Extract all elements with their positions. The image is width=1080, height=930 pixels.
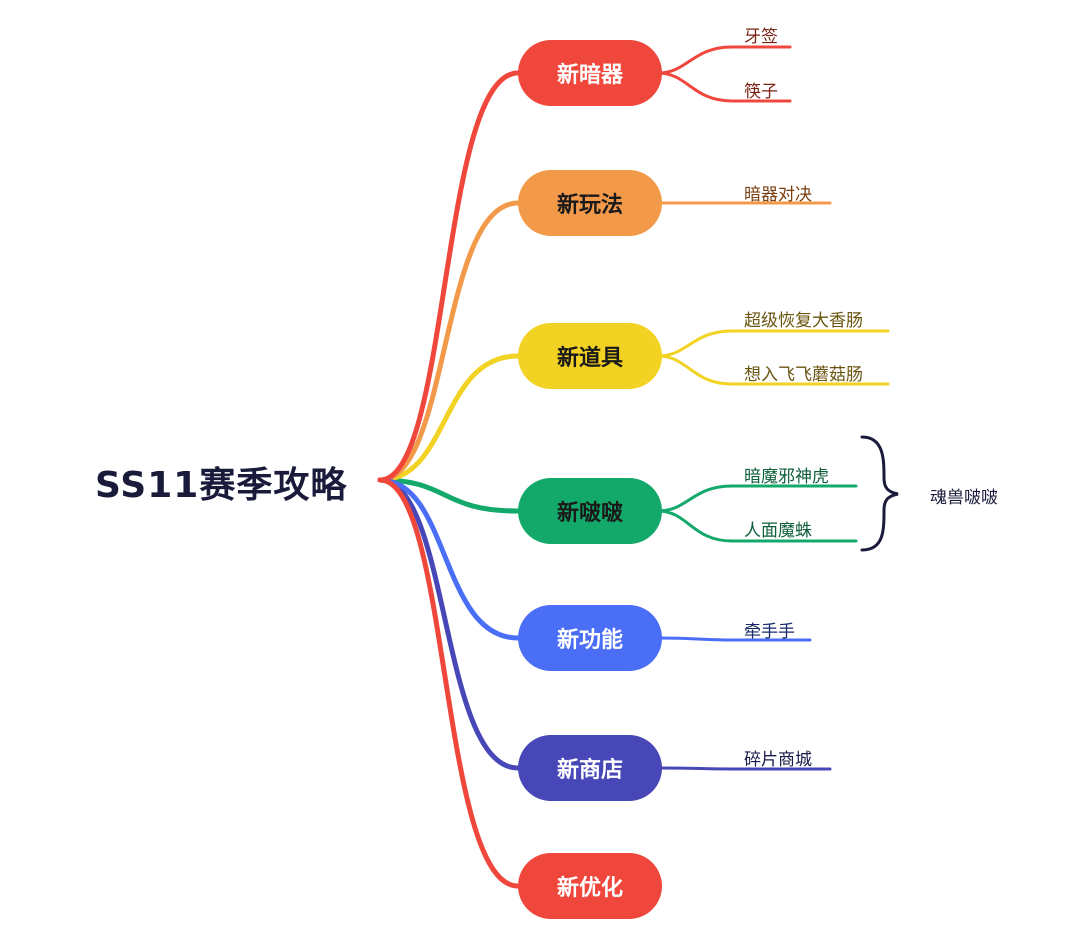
leaf-node[interactable]: 超级恢复大香肠 — [744, 311, 863, 331]
leaf-connector — [656, 766, 832, 771]
leaf-connector — [656, 71, 792, 103]
branch-connector — [377, 353, 521, 483]
leaf-node[interactable]: 暗魔邪神虎 — [744, 467, 829, 487]
summary-label: 魂兽啵啵 — [930, 488, 998, 508]
branch-node[interactable]: 新暗器 — [518, 40, 662, 106]
branch-connector — [377, 200, 521, 483]
summary-bracket — [860, 435, 899, 552]
branch-node[interactable]: 新功能 — [518, 605, 662, 671]
leaf-node[interactable]: 暗器对决 — [744, 185, 812, 205]
leaf-node[interactable]: 想入飞飞蘑菇肠 — [744, 365, 863, 385]
leaf-connector — [656, 636, 812, 642]
branch-connector — [377, 70, 521, 483]
leaf-connector — [656, 45, 792, 75]
leaf-node[interactable]: 牵手手 — [744, 622, 795, 642]
root-title: SS11赛季攻略 — [95, 465, 348, 506]
leaf-connector — [656, 484, 858, 513]
leaf-node[interactable]: 人面魔蛛 — [744, 521, 812, 541]
branch-connector — [377, 477, 521, 889]
branch-node[interactable]: 新优化 — [518, 853, 662, 919]
branch-node[interactable]: 新玩法 — [518, 170, 662, 236]
leaf-connector — [656, 354, 890, 386]
branch-node[interactable]: 新道具 — [518, 323, 662, 389]
branch-node[interactable]: 新啵啵 — [518, 478, 662, 544]
branch-node[interactable]: 新商店 — [518, 735, 662, 801]
branch-connector — [377, 477, 521, 514]
leaf-connector — [656, 509, 858, 543]
branch-connector — [377, 477, 521, 641]
leaf-node[interactable]: 筷子 — [744, 82, 778, 102]
leaf-node[interactable]: 牙签 — [744, 27, 778, 47]
leaf-connector — [656, 329, 890, 358]
branch-connector — [377, 477, 521, 771]
leaf-node[interactable]: 碎片商城 — [744, 750, 812, 770]
